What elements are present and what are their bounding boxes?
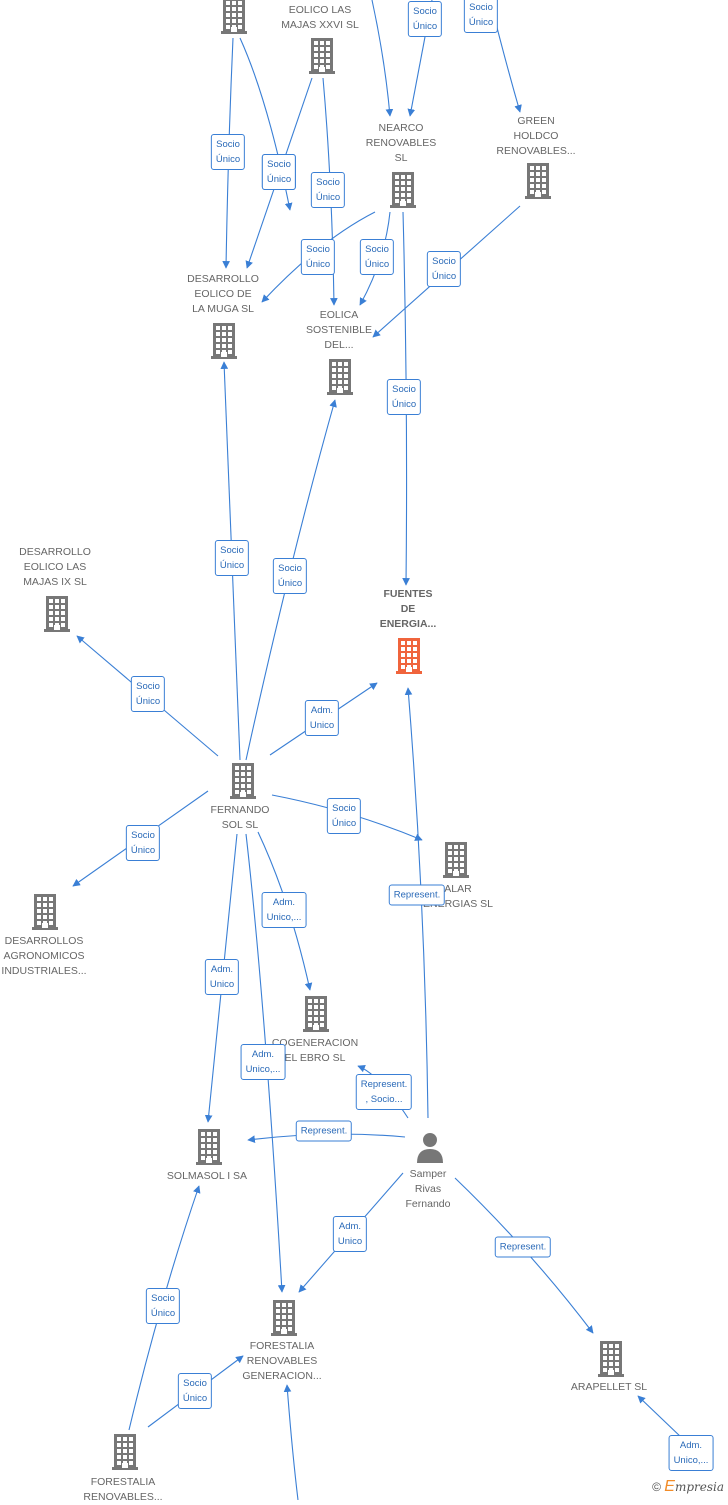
node-n-forestalia-gen[interactable]: FORESTALIA RENOVABLES GENERACION... — [212, 1339, 352, 1384]
node-label[interactable]: DESARROLLO EOLICO LAS MAJAS IX SL — [19, 546, 91, 588]
copyright-symbol: © — [652, 1480, 661, 1494]
node-label[interactable]: DESARROLLO EOLICO DE LA MUGA SL — [187, 273, 259, 315]
brand-initial: E — [664, 1478, 675, 1495]
node-label[interactable]: FORESTALIA RENOVABLES... — [83, 1476, 163, 1503]
edge-label[interactable]: Adm. Unico — [204, 959, 240, 995]
node-label[interactable]: SOLMASOL I SA — [166, 1170, 248, 1182]
node-label[interactable]: EOLICO LAS MAJAS XXVI SL — [281, 4, 359, 31]
node-label[interactable]: EOLICA SOSTENIBLE DEL... — [306, 309, 372, 351]
node-n-solmasol[interactable]: SOLMASOL I SA — [137, 1169, 277, 1184]
person-icon[interactable] — [415, 1131, 445, 1163]
edge-label[interactable]: Socio Único — [125, 825, 161, 861]
edge-arrow — [283, 1384, 299, 1500]
node-label[interactable]: NEARCO RENOVABLES SL — [365, 122, 437, 164]
node-label[interactable]: DESARROLLOS AGRONOMICOS INDUSTRIALES... — [1, 935, 87, 977]
building-icon[interactable] — [32, 894, 58, 930]
edge-label[interactable]: Represent. — [388, 884, 446, 906]
node-n-agronomicos[interactable]: DESARROLLOS AGRONOMICOS INDUSTRIALES... — [0, 934, 114, 979]
node-n-majas-ix[interactable]: DESARROLLO EOLICO LAS MAJAS IX SL — [0, 545, 125, 590]
node-label[interactable]: Samper Rivas Fernando — [405, 1168, 451, 1210]
edge-label[interactable]: Socio Único — [300, 239, 336, 275]
node-label[interactable]: FUENTES DE ENERGIA... — [379, 588, 437, 630]
edge-label[interactable]: Socio Único — [145, 1288, 181, 1324]
building-icon[interactable] — [525, 163, 551, 199]
node-n-samper[interactable]: Samper Rivas Fernando — [358, 1167, 498, 1212]
node-label[interactable]: ARAPELLET SL — [570, 1381, 648, 1393]
edge-label[interactable]: Adm. Unico — [332, 1216, 368, 1252]
node-label[interactable]: FERNANDO SOL SL — [210, 804, 270, 831]
edge-label[interactable]: Socio Único — [177, 1373, 213, 1409]
node-n-muga[interactable]: DESARROLLO EOLICO DE LA MUGA SL — [153, 272, 293, 317]
node-n-alar[interactable]: ALAR ENERGIAS SL — [388, 882, 528, 912]
node-n-fernando[interactable]: FERNANDO SOL SL — [170, 803, 310, 833]
edge-label[interactable]: Represent. , Socio... — [355, 1074, 413, 1110]
edge-label[interactable]: Socio Único — [261, 154, 297, 190]
edge-label[interactable]: Represent. — [494, 1236, 552, 1258]
node-n-eolico-xxvi[interactable]: EOLICO LAS MAJAS XXVI SL — [250, 3, 390, 33]
node-n-forestalia-bottom[interactable]: FORESTALIA RENOVABLES... — [53, 1475, 193, 1505]
building-icon[interactable] — [327, 359, 353, 395]
edge-label[interactable]: Adm. Unico,... — [240, 1044, 286, 1080]
edge-arrow — [245, 833, 286, 1293]
node-n-nearco[interactable]: NEARCO RENOVABLES SL — [331, 121, 471, 166]
building-icon[interactable] — [443, 842, 469, 878]
edge-label[interactable]: Socio Único — [386, 379, 422, 415]
building-icon[interactable] — [309, 38, 335, 74]
building-icon[interactable] — [230, 763, 256, 799]
node-n-cogeneracion[interactable]: COGENERACION EL EBRO SL — [245, 1036, 385, 1066]
node-n-eolica-sost[interactable]: EOLICA SOSTENIBLE DEL... — [269, 308, 409, 353]
node-n-green[interactable]: GREEN HOLDCO RENOVABLES... — [466, 114, 606, 159]
building-icon[interactable] — [271, 1300, 297, 1336]
edge-label[interactable]: Socio Único — [210, 134, 246, 170]
edge-label[interactable]: Socio Único — [426, 251, 462, 287]
edge-label[interactable]: Adm. Unico,... — [261, 892, 307, 928]
edge-label[interactable]: Socio Único — [272, 558, 308, 594]
building-icon[interactable] — [390, 172, 416, 208]
edge-label[interactable]: Socio Único — [407, 1, 443, 37]
node-n-arapellet[interactable]: ARAPELLET SL — [539, 1380, 679, 1395]
highlighted-company-icon[interactable] — [396, 638, 422, 674]
edge-label[interactable]: Adm. Unico — [304, 700, 340, 736]
edges-layer — [72, 0, 706, 1500]
node-label[interactable]: GREEN HOLDCO RENOVABLES... — [496, 115, 576, 157]
building-icon[interactable] — [44, 596, 70, 632]
node-label[interactable]: COGENERACION EL EBRO SL — [271, 1037, 359, 1064]
building-icon[interactable] — [221, 0, 247, 34]
edge-label[interactable]: Socio Único — [326, 798, 362, 834]
edge-label[interactable]: Socio Único — [310, 172, 346, 208]
building-icon[interactable] — [303, 996, 329, 1032]
building-icon[interactable] — [211, 323, 237, 359]
edge-label[interactable]: Represent. — [295, 1120, 353, 1142]
edge-label[interactable]: Adm. Unico,... — [668, 1435, 714, 1471]
node-label[interactable]: FORESTALIA RENOVABLES GENERACION... — [242, 1340, 322, 1382]
edge-label[interactable]: Socio Único — [359, 239, 395, 275]
brand-name: mpresia — [674, 1480, 724, 1494]
building-icon[interactable] — [112, 1434, 138, 1470]
edge-label[interactable]: Socio Único — [130, 676, 166, 712]
node-label[interactable]: ALAR ENERGIAS SL — [422, 883, 494, 910]
node-n-fuentes[interactable]: FUENTES DE ENERGIA... — [338, 587, 478, 632]
edge-label[interactable]: Socio Único — [214, 540, 250, 576]
building-icon[interactable] — [196, 1129, 222, 1165]
edge-arrow — [371, 0, 394, 117]
footer-brand: © Empresia — [652, 1478, 724, 1496]
building-icon[interactable] — [598, 1341, 624, 1377]
edge-label[interactable]: Socio Único — [463, 0, 499, 33]
